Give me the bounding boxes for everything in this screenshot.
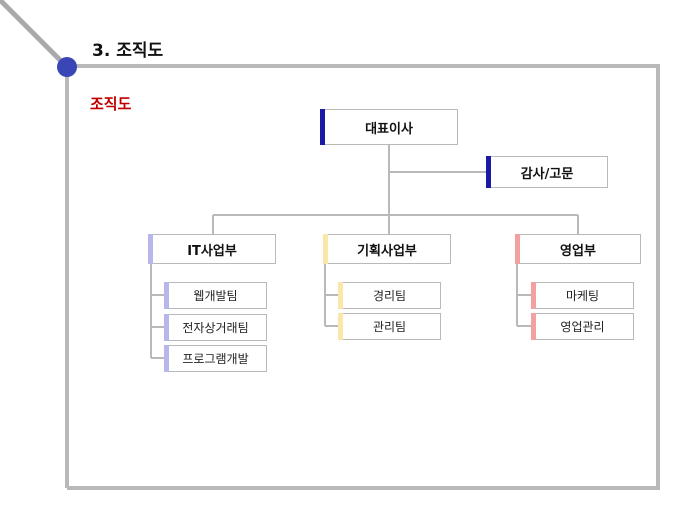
team-accent-bar: [164, 314, 169, 341]
advisor-accent-bar: [486, 156, 491, 188]
ceo-accent-bar: [320, 109, 325, 145]
node-advisor: 감사/고문: [486, 156, 608, 188]
section-label: 조직도: [90, 95, 132, 113]
node-team-label: 관리팀: [372, 320, 407, 334]
node-team-label: 영업관리: [560, 320, 605, 334]
node-team-label: 마케팅: [565, 289, 600, 303]
node-team-management: 관리팀: [338, 313, 441, 340]
marker-dot-icon: [57, 57, 77, 77]
node-ceo: 대표이사: [320, 109, 458, 145]
team-accent-bar: [164, 282, 169, 309]
node-dept-it: IT사업부: [148, 234, 276, 264]
node-dept-planning: 기획사업부: [323, 234, 451, 264]
node-team-label: 프로그램개발: [182, 352, 249, 366]
node-team-label: 경리팀: [372, 289, 407, 303]
node-team-sales-mgmt: 영업관리: [531, 313, 634, 340]
team-accent-bar: [338, 313, 343, 340]
page-title: 3. 조직도: [92, 41, 164, 61]
node-team-label: 전자상거래팀: [182, 321, 249, 335]
diagonal-line: [0, 0, 69, 69]
node-team-ecommerce: 전자상거래팀: [164, 314, 267, 341]
team-accent-bar: [531, 313, 536, 340]
node-dept-planning-label: 기획사업부: [357, 243, 417, 259]
node-dept-it-label: IT사업부: [187, 243, 237, 259]
node-team-label: 웹개발팀: [193, 289, 238, 303]
team-accent-bar: [531, 282, 536, 309]
node-team-program: 프로그램개발: [164, 345, 267, 372]
node-team-marketing: 마케팅: [531, 282, 634, 309]
node-team-accounting: 경리팀: [338, 282, 441, 309]
node-dept-sales-label: 영업부: [560, 243, 596, 259]
connector-lines: [150, 145, 579, 359]
team-accent-bar: [338, 282, 343, 309]
team-accent-bar: [164, 345, 169, 372]
node-ceo-label: 대표이사: [365, 121, 413, 137]
node-advisor-label: 감사/고문: [520, 166, 574, 182]
dept-sales-accent-bar: [515, 234, 520, 264]
dept-planning-accent-bar: [323, 234, 328, 264]
dept-it-accent-bar: [148, 234, 153, 264]
node-dept-sales: 영업부: [515, 234, 641, 264]
node-team-web: 웹개발팀: [164, 282, 267, 309]
